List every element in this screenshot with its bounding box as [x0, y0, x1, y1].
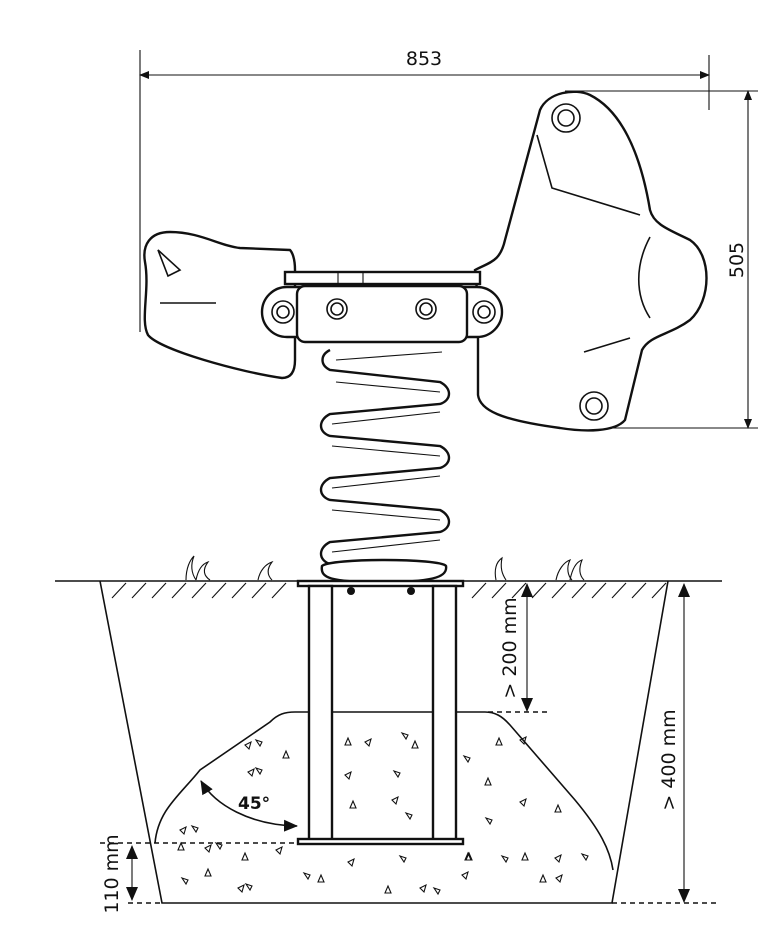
angle-indicator: 45° [200, 780, 298, 832]
hatch-line [251, 582, 267, 599]
hatch-line [131, 582, 147, 599]
aggregate-stone [204, 867, 212, 877]
hatch-line [511, 582, 527, 599]
aggregate-stone [347, 857, 355, 868]
aggregate-stone [555, 873, 563, 884]
aggregate-stone [364, 737, 372, 748]
aggregate-stone [464, 851, 472, 861]
aggregate-stone [411, 739, 419, 749]
aggregate-stone [384, 884, 392, 894]
hatch-line [611, 582, 627, 599]
aggregate-stone [404, 811, 413, 821]
aggregate-stone [204, 843, 212, 854]
aggregate-stone [484, 776, 492, 786]
hatch-line [651, 582, 667, 599]
height-label: 505 [726, 242, 748, 278]
aggregate-stone [177, 841, 185, 851]
aggregate-stone [190, 824, 199, 834]
aggregate-stone [214, 841, 223, 851]
aggregate-stone [241, 851, 249, 861]
hatch-line [151, 582, 167, 599]
hatch-line [551, 582, 567, 599]
hatch-line [591, 582, 607, 599]
hatch-line [191, 582, 207, 599]
aggregate-stone [282, 749, 290, 759]
hatch-line [171, 582, 187, 599]
aggregate-stone [392, 769, 401, 779]
width-label: 853 [406, 48, 442, 70]
aggregate-stone [275, 845, 283, 856]
aggregate-stone [247, 767, 255, 778]
aggregate-stone [254, 738, 263, 748]
spring [319, 348, 451, 584]
aggregate-stone [237, 883, 245, 894]
aggregate-stone [500, 854, 509, 864]
aggregate-stone [179, 825, 187, 836]
aggregate-stone [432, 886, 441, 896]
grass [185, 555, 585, 581]
hatch-line [471, 582, 487, 599]
aggregate-stone [244, 882, 253, 892]
depth-200-label: > 200 mm [499, 597, 521, 698]
ground-hatching [111, 582, 667, 599]
depth-400-label: > 400 mm [658, 709, 680, 810]
hatch-line [211, 582, 227, 599]
ground-anchor [296, 579, 465, 846]
aggregate-stone [462, 754, 471, 764]
concrete-aggregate [177, 731, 589, 896]
hatch-line [531, 582, 547, 599]
aggregate-stone [317, 873, 325, 883]
aggregate-stone [400, 731, 409, 741]
aggregate-stone [244, 740, 252, 751]
aggregate-stone [180, 876, 189, 886]
aggregate-stone [484, 816, 493, 826]
foundation-pit [55, 580, 722, 904]
depth-400-dimension: > 400 mm [612, 583, 720, 904]
rear-seat [143, 230, 297, 380]
aggregate-stone [302, 871, 311, 881]
angle-label: 45° [238, 794, 270, 814]
aggregate-stone [519, 735, 527, 746]
hatch-line [631, 582, 647, 599]
hatch-line [271, 582, 287, 599]
aggregate-stone [398, 854, 407, 864]
aggregate-stone [461, 870, 469, 881]
saddle-bracket [260, 270, 504, 344]
base-110-dimension: 110 mm [100, 834, 298, 914]
aggregate-stone [521, 851, 529, 861]
aggregate-stone [349, 799, 357, 809]
horse-head [473, 90, 708, 432]
hatch-line [231, 582, 247, 599]
aggregate-stone [554, 853, 562, 864]
depth-200-dimension: > 200 mm [488, 583, 548, 713]
aggregate-stone [391, 795, 399, 806]
hatch-line [571, 582, 587, 599]
aggregate-stone [419, 883, 427, 894]
aggregate-stone [539, 873, 547, 883]
hatch-line [491, 582, 507, 599]
aggregate-stone [580, 852, 589, 862]
aggregate-stone [495, 736, 503, 746]
aggregate-stone [254, 766, 263, 776]
width-dimension: 853 [139, 48, 710, 332]
aggregate-stone [519, 797, 527, 808]
hatch-line [111, 582, 127, 599]
base-110-label: 110 mm [101, 834, 123, 913]
aggregate-stone [344, 736, 352, 746]
height-dimension: 505 [565, 90, 758, 429]
aggregate-stone [554, 803, 562, 813]
aggregate-stone [344, 770, 352, 781]
